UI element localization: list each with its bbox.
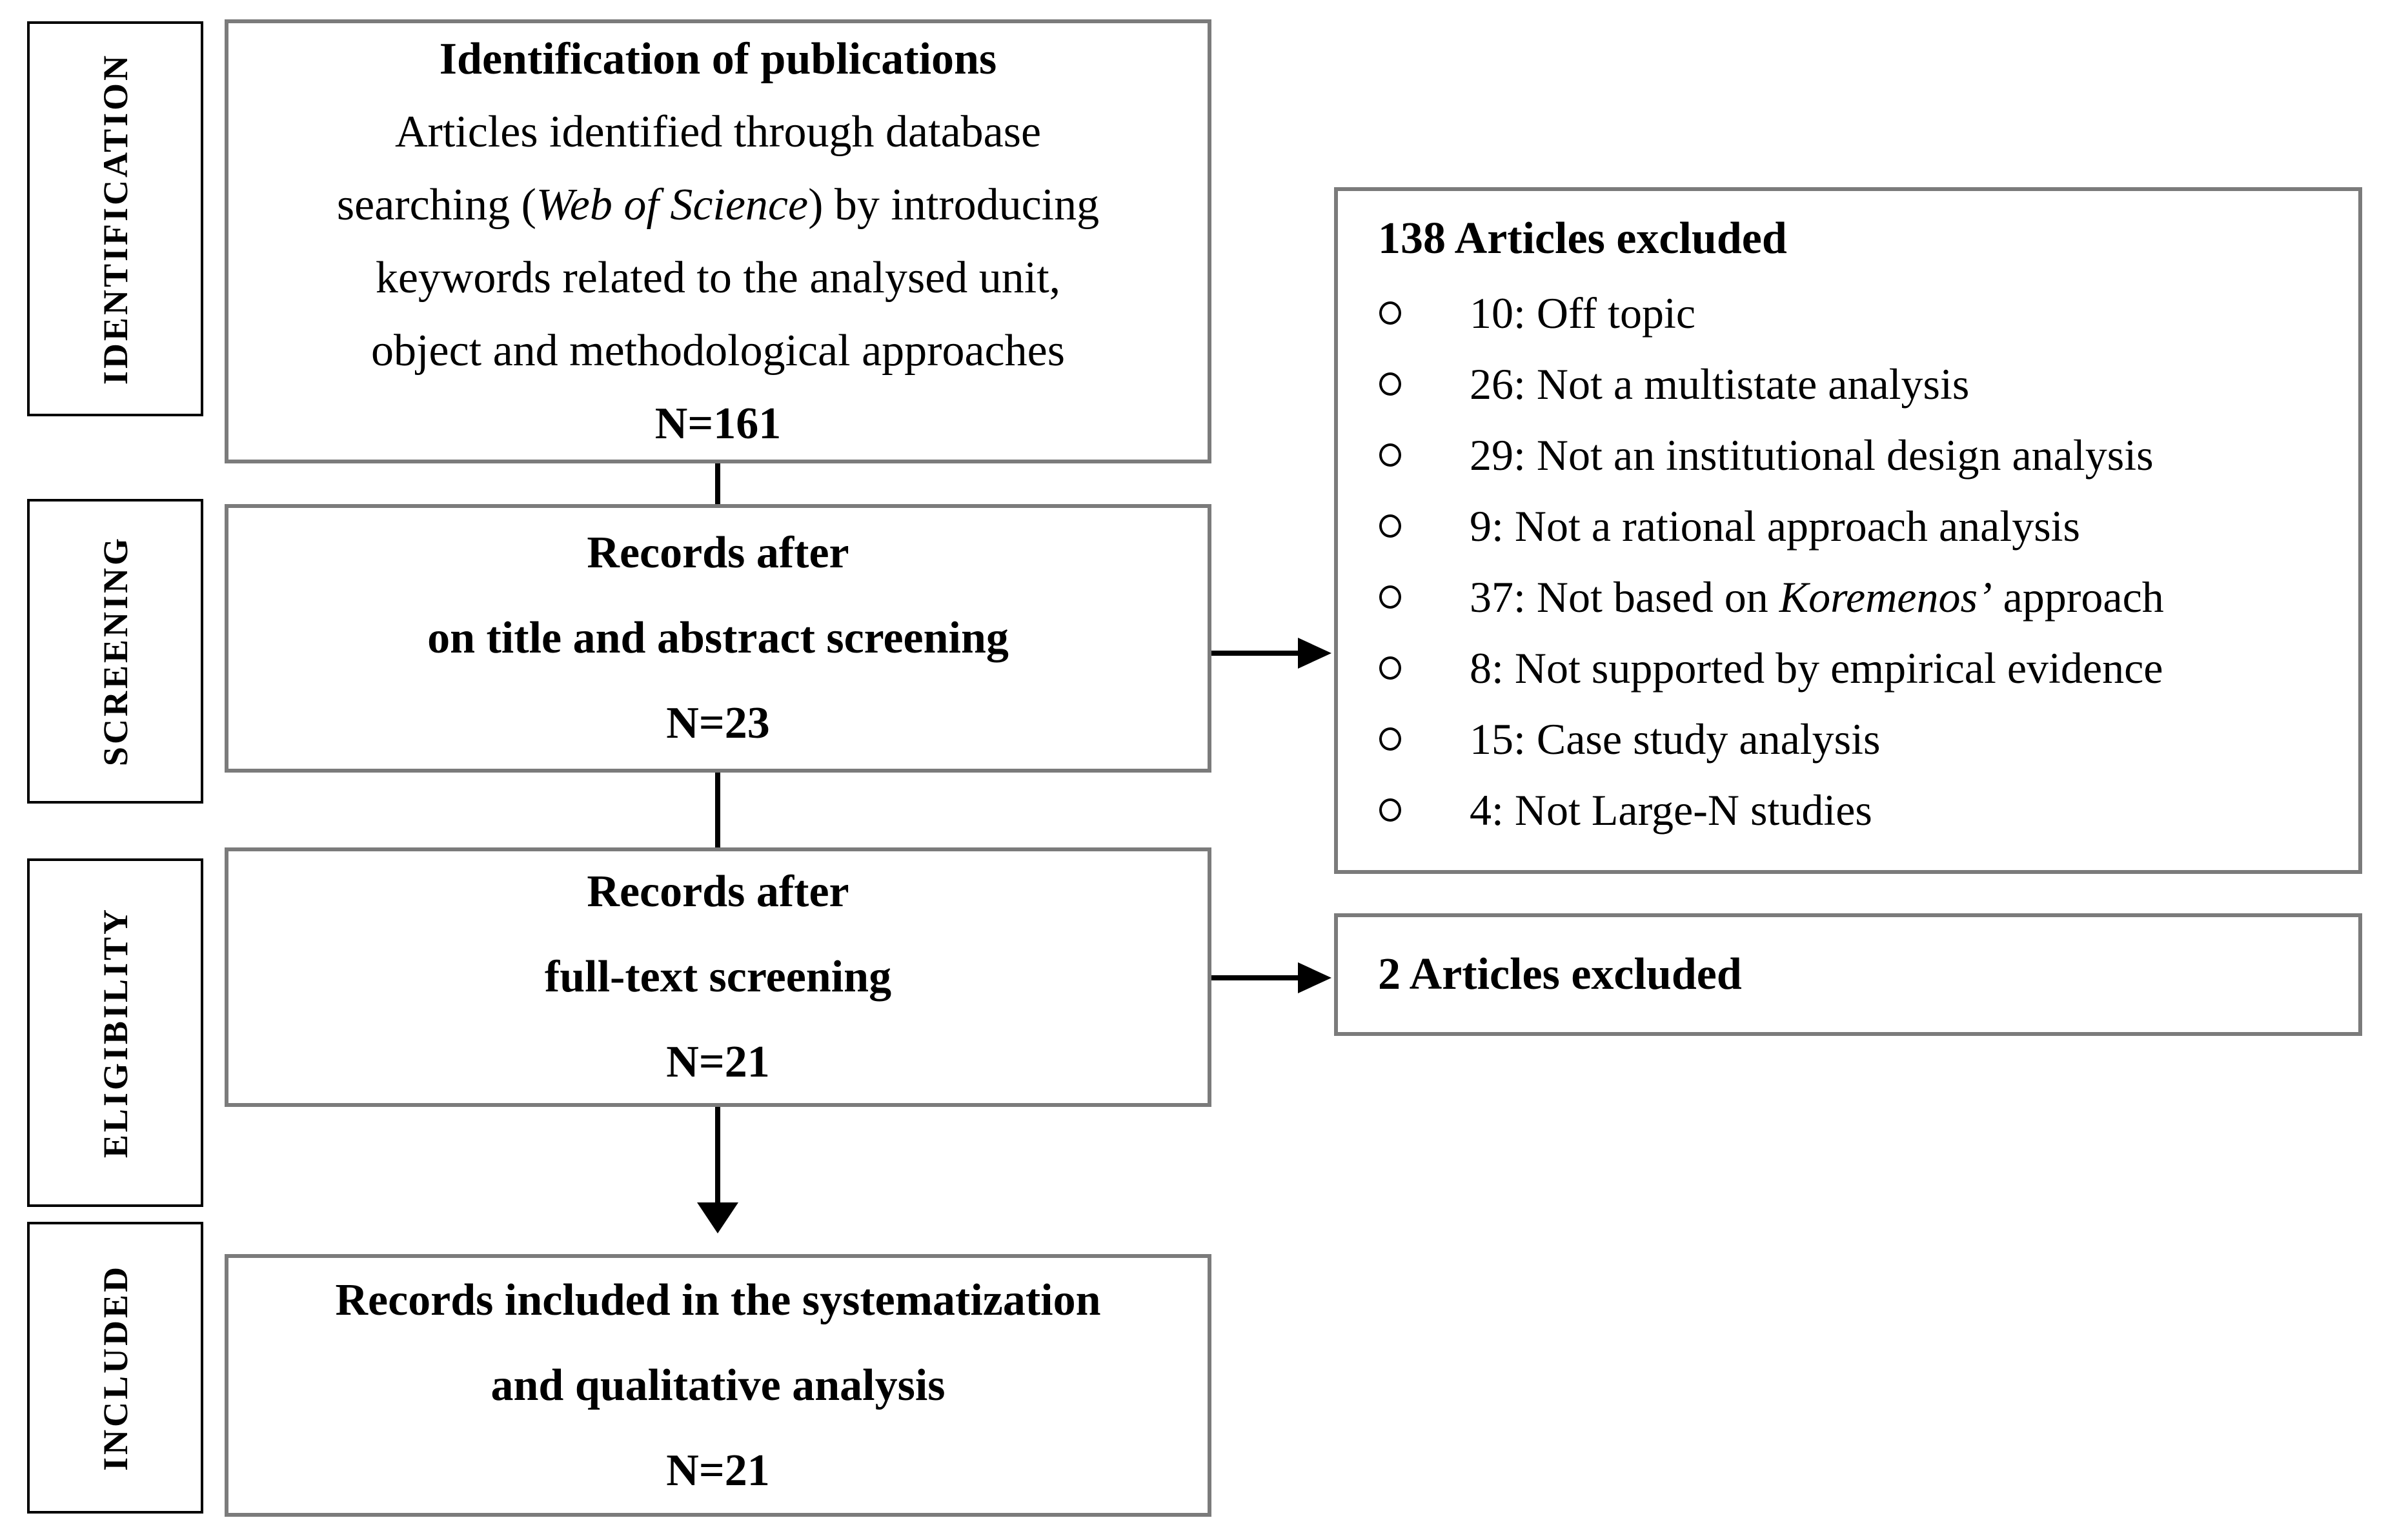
connector-line <box>715 463 720 504</box>
stage-label-identification: IDENTIFICATION <box>96 52 135 385</box>
excluded-reason-text: 10: Off topic <box>1470 288 1696 338</box>
excluded-reason-text: 37: Not based on Koremenos’ approach <box>1470 572 2164 622</box>
identification-box-title: Identification of publications <box>439 34 997 84</box>
connector-line <box>1211 651 1302 656</box>
excluded-reason-item: 37: Not based on Koremenos’ approach <box>1338 562 2358 633</box>
eligibility-count: N=21 <box>666 1037 770 1087</box>
stage-label-eligibility: ELIGIBILITY <box>96 907 135 1159</box>
excluded-reason-text: 4: Not Large-N studies <box>1470 785 1872 835</box>
excluded-reason-item: 9: Not a rational approach analysis <box>1338 491 2358 562</box>
excluded-reason-item: 10: Off topic <box>1338 278 2358 349</box>
excluded-articles-box-2: 2 Articles excluded <box>1334 913 2362 1036</box>
circle-bullet-icon <box>1379 656 1401 680</box>
identification-box-line: searching (Web of Science) by introducin… <box>336 180 1100 230</box>
stage-box-eligibility: ELIGIBILITY <box>27 858 203 1207</box>
excluded-reason-item: 29: Not an institutional design analysis <box>1338 420 2358 491</box>
excluded-reason-text: 15: Case study analysis <box>1470 714 1881 764</box>
excluded-reason-item: 15: Case study analysis <box>1338 704 2358 775</box>
connector-line <box>715 1107 720 1204</box>
excluded-reason-text: 9: Not a rational approach analysis <box>1470 501 2081 551</box>
circle-bullet-icon <box>1379 301 1401 325</box>
screening-box-line: Records after <box>587 528 849 578</box>
stage-box-screening: SCREENING <box>27 499 203 804</box>
identification-box: Identification of publications Articles … <box>225 19 1211 463</box>
excluded-reason-item: 8: Not supported by empirical evidence <box>1338 633 2358 704</box>
identification-box-line: object and methodological approaches <box>371 326 1065 376</box>
excluded-articles-2-title: 2 Articles excluded <box>1378 949 1742 999</box>
identification-box-line: keywords related to the analysed unit, <box>375 253 1061 303</box>
identification-box-line: Articles identified through database <box>394 107 1042 157</box>
identification-count: N=161 <box>654 399 782 449</box>
circle-bullet-icon <box>1379 514 1401 538</box>
stage-box-identification: IDENTIFICATION <box>27 21 203 416</box>
connector-line <box>715 773 720 847</box>
stage-label-screening: SCREENING <box>96 536 135 767</box>
excluded-reason-item: 4: Not Large-N studies <box>1338 775 2358 846</box>
included-count: N=21 <box>666 1445 770 1495</box>
excluded-reason-text: 26: Not a multistate analysis <box>1470 359 1970 409</box>
eligibility-box: Records after full-text screening N=21 <box>225 847 1211 1107</box>
excluded-reason-text: 29: Not an institutional design analysis <box>1470 430 2154 480</box>
excluded-articles-box: 138 Articles excluded 10: Off topic 26: … <box>1334 187 2362 874</box>
circle-bullet-icon <box>1379 798 1401 822</box>
excluded-reason-item: 26: Not a multistate analysis <box>1338 349 2358 420</box>
included-box: Records included in the systematization … <box>225 1254 1211 1517</box>
circle-bullet-icon <box>1379 727 1401 751</box>
arrowhead-down-icon <box>697 1202 738 1233</box>
stage-label-included: INCLUDED <box>96 1264 135 1472</box>
eligibility-box-line: full-text screening <box>544 952 892 1002</box>
screening-box-line: on title and abstract screening <box>427 613 1009 663</box>
included-box-line: Records included in the systematization <box>335 1275 1101 1325</box>
circle-bullet-icon <box>1379 372 1401 396</box>
included-box-line: and qualitative analysis <box>491 1360 946 1410</box>
arrowhead-right-icon <box>1298 638 1331 669</box>
eligibility-box-line: Records after <box>587 867 849 917</box>
circle-bullet-icon <box>1379 443 1401 467</box>
excluded-reason-text: 8: Not supported by empirical evidence <box>1470 643 2163 693</box>
arrowhead-right-icon <box>1298 962 1331 993</box>
stage-box-included: INCLUDED <box>27 1222 203 1514</box>
screening-box: Records after on title and abstract scre… <box>225 504 1211 773</box>
circle-bullet-icon <box>1379 585 1401 609</box>
screening-count: N=23 <box>666 698 770 748</box>
excluded-articles-title: 138 Articles excluded <box>1378 214 1787 263</box>
connector-line <box>1211 975 1302 980</box>
